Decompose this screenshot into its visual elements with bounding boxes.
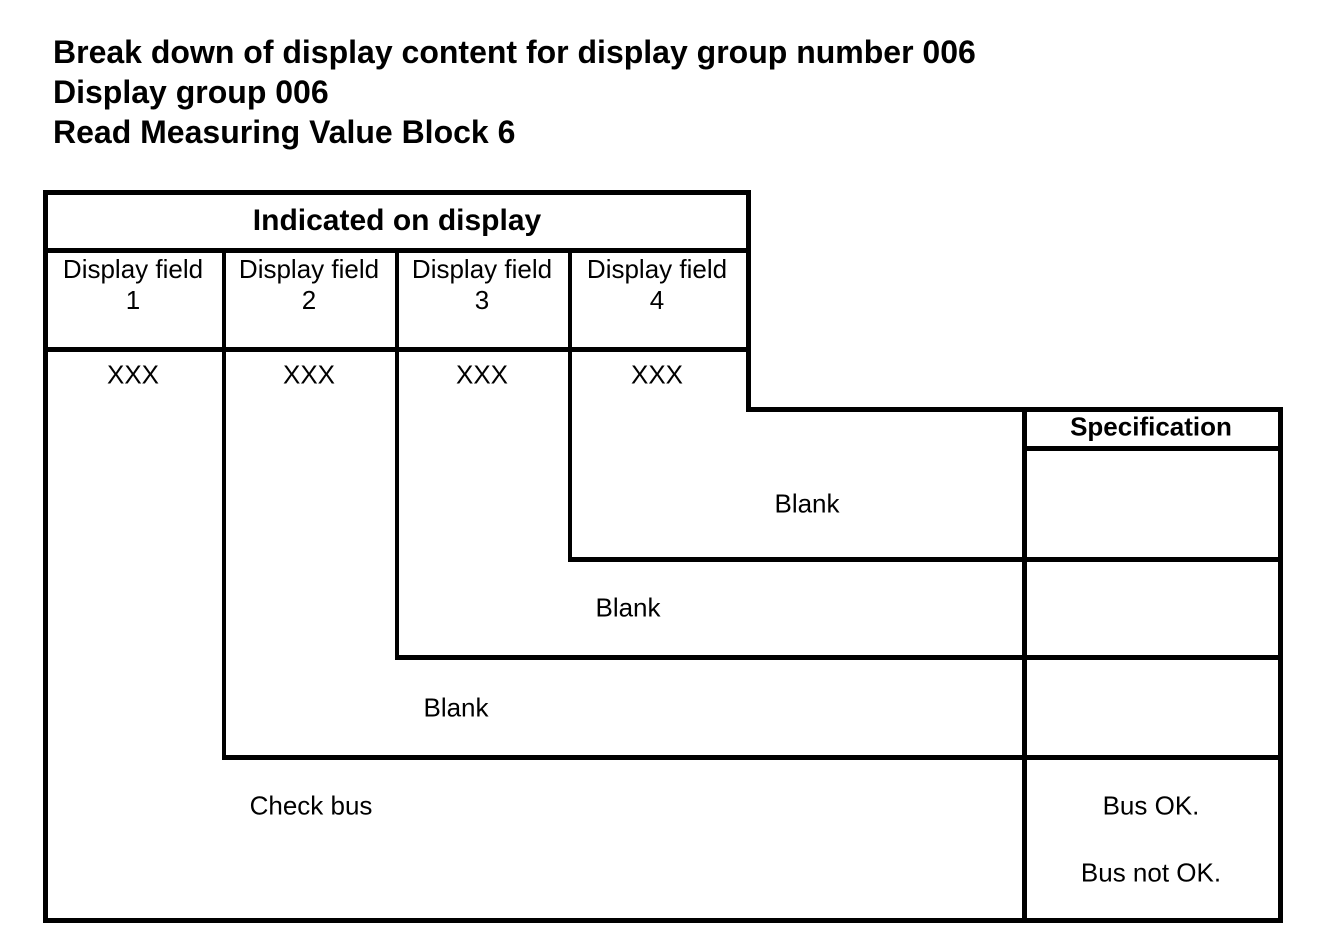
main-table-top-border [43, 190, 751, 195]
display-field-4-header: Display field 4 [587, 254, 727, 316]
indicated-on-display-header: Indicated on display [252, 204, 542, 237]
table-bottom-border [43, 918, 1283, 923]
spec-bus-not-ok-value: Bus not OK. [1080, 857, 1222, 888]
title-line-3: Read Measuring Value Block 6 [53, 114, 516, 150]
spec-column-left-border [1022, 407, 1027, 923]
page-title: Break down of display content for displa… [53, 32, 976, 152]
step-border-field3 [568, 557, 1283, 562]
display-field-3-number: 3 [474, 285, 490, 315]
display-field-1-number: 1 [125, 285, 141, 315]
field2-row-label: Blank [423, 692, 489, 723]
display-field-2-value: XXX [282, 359, 336, 390]
display-field-1-value: XXX [106, 359, 160, 390]
display-field-2-header: Display field 2 [239, 254, 379, 316]
column-divider-1-2 [222, 248, 226, 760]
column-divider-2-3 [395, 248, 399, 660]
title-line-1: Break down of display content for displa… [53, 34, 976, 70]
display-field-3-value: XXX [455, 359, 509, 390]
main-table-right-border [746, 190, 751, 412]
title-line-2: Display group 006 [53, 74, 329, 110]
display-field-1-label: Display field [62, 254, 204, 284]
display-field-4-value: XXX [630, 359, 684, 390]
spec-column-right-border [1278, 407, 1283, 923]
check-bus-row-label: Check bus [249, 790, 373, 821]
field4-row-label: Blank [774, 488, 840, 519]
column-divider-3-4 [568, 248, 572, 562]
display-field-2-number: 2 [301, 285, 317, 315]
spec-header-divider [1022, 446, 1283, 451]
display-field-3-label: Display field [411, 254, 553, 284]
display-field-4-label: Display field [586, 254, 728, 284]
display-field-4-number: 4 [649, 285, 665, 315]
display-field-3-header: Display field 3 [412, 254, 552, 316]
step-border-field1 [222, 755, 1283, 760]
step-border-field4 [746, 407, 1283, 412]
field3-row-label: Blank [595, 592, 661, 623]
display-field-2-label: Display field [238, 254, 380, 284]
step-border-field2 [395, 655, 1283, 660]
spec-bus-ok-value: Bus OK. [1102, 790, 1200, 821]
display-field-1-header: Display field 1 [63, 254, 203, 316]
main-table-left-border [43, 190, 48, 923]
specification-header: Specification [1070, 411, 1232, 442]
